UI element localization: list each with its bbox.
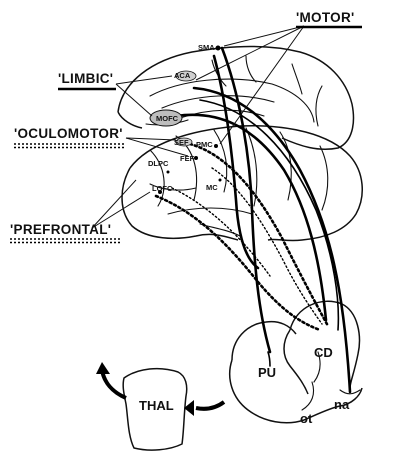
label-sma: SMA <box>198 43 215 52</box>
label-fef: FEF <box>180 154 195 163</box>
label-na: na <box>334 397 350 412</box>
sef-region <box>175 137 193 147</box>
mc-dot <box>218 178 222 182</box>
striatum <box>228 300 363 424</box>
lofc-dot <box>158 190 162 194</box>
label-cd: CD <box>314 345 333 360</box>
label-mofc: MOFC <box>156 114 179 123</box>
subcortical-labels: PU CD na ot THAL <box>139 345 350 426</box>
label-thal: THAL <box>139 398 174 413</box>
pmc-dot <box>214 144 218 148</box>
sma-dot <box>215 45 221 51</box>
label-lofc: LOFC <box>152 184 173 193</box>
label-pmc: PMC <box>196 140 213 149</box>
label-limbic: 'LIMBIC' <box>58 71 113 86</box>
label-dlpc: DLPC <box>148 159 169 168</box>
label-aca: ACA <box>174 71 191 80</box>
label-prefrontal: 'PREFRONTAL' <box>10 222 111 237</box>
label-sef: SEF <box>174 138 189 147</box>
pointer-lines <box>91 25 305 229</box>
label-ot: ot <box>300 411 313 426</box>
cortical-regions <box>149 45 222 194</box>
label-oculomotor: 'OCULOMOTOR' <box>14 126 123 141</box>
aca-region <box>175 70 197 82</box>
fef-dot <box>194 156 198 160</box>
category-labels: 'MOTOR' 'LIMBIC' 'OCULOMOTOR' 'PREFRONTA… <box>10 10 362 244</box>
label-mc: MC <box>206 183 218 192</box>
label-pu: PU <box>258 365 276 380</box>
thalamus <box>122 367 188 451</box>
feedback-arrows <box>96 362 226 416</box>
label-motor: 'MOTOR' <box>296 10 355 25</box>
tracts <box>154 46 352 394</box>
region-labels: SMA ACA MOFC SEF PMC FEF DLPC MC LOFC <box>148 43 218 193</box>
mofc-region <box>149 109 183 127</box>
dlpc-dot <box>166 170 170 174</box>
